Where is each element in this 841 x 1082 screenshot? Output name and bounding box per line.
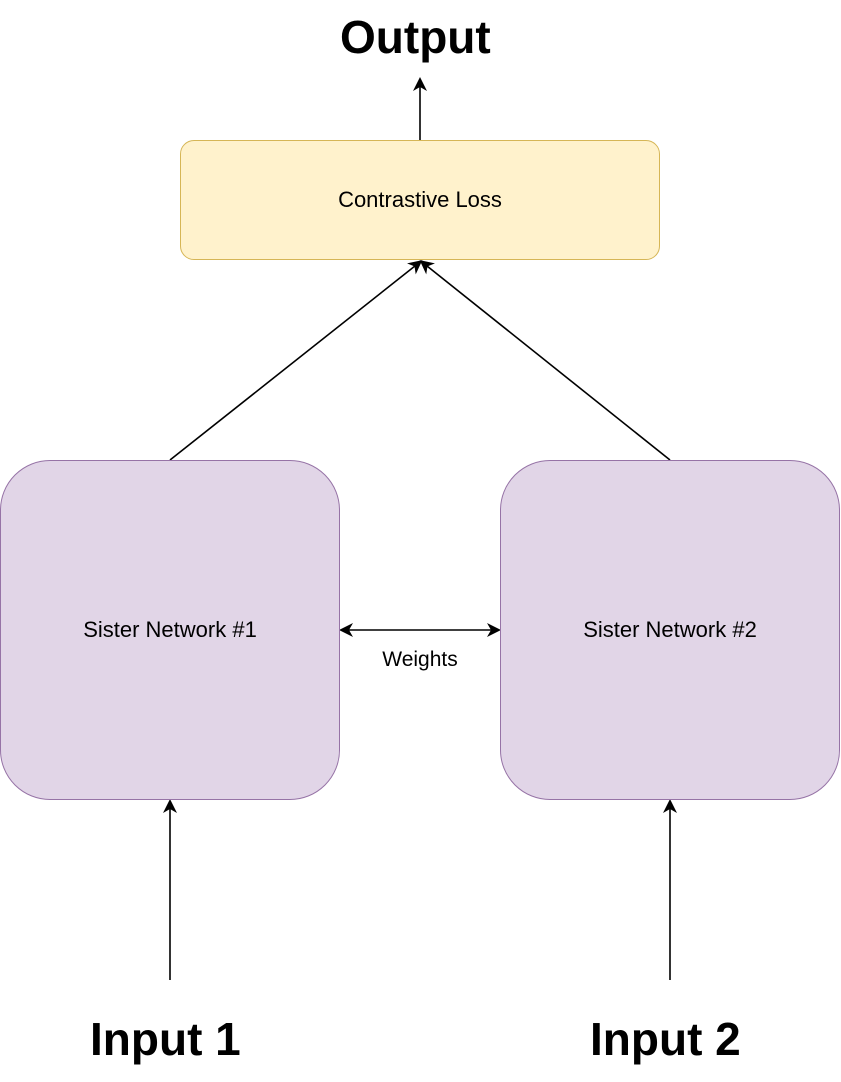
sister-network-2-node: Sister Network #2: [500, 460, 840, 800]
weights-label: Weights: [382, 648, 458, 671]
sister-network-1-label: Sister Network #1: [83, 617, 257, 642]
contrastive-loss-label: Contrastive Loss: [338, 187, 502, 212]
contrastive-loss-node: Contrastive Loss: [180, 140, 660, 260]
input-1-label: Input 1: [90, 1013, 241, 1065]
output-label: Output: [340, 11, 491, 63]
arrow-sister1-to-loss: [169, 260, 423, 461]
input-2-label: Input 2: [590, 1013, 741, 1065]
sister-network-1-node: Sister Network #1: [0, 460, 340, 800]
sister-network-2-label: Sister Network #2: [583, 617, 757, 642]
arrow-sister2-to-loss: [419, 260, 671, 461]
